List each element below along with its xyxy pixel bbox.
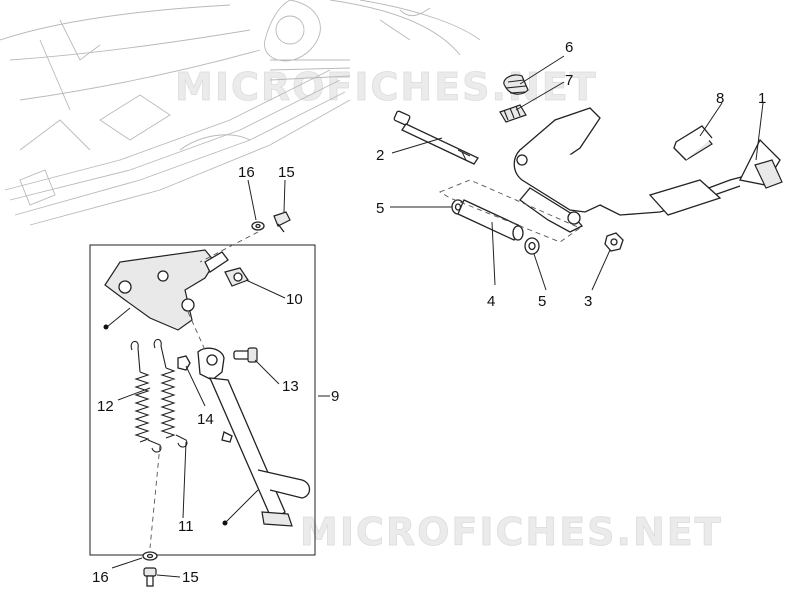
- callout-5-right: 5: [538, 293, 546, 310]
- callout-2: 2: [376, 147, 384, 164]
- watermark-bottom: MICROFICHES.NET: [300, 510, 723, 554]
- scooter-frame-ghost: [0, 0, 481, 226]
- callout-4: 4: [487, 293, 495, 310]
- nut-3: [604, 232, 624, 252]
- watermark-top: MICROFICHES.NET: [175, 65, 598, 109]
- washer-16-bottom: [142, 551, 158, 561]
- callout-6: 6: [565, 39, 573, 56]
- washer-5-right: [524, 237, 540, 255]
- callout-13: 13: [282, 378, 299, 395]
- callout-8: 8: [716, 90, 724, 107]
- spring-11: [153, 338, 188, 448]
- side-stand-kit-frame: [89, 244, 316, 556]
- callout-9: 9: [331, 388, 339, 405]
- rubber-stop: [224, 267, 249, 287]
- callout-5-left: 5: [376, 200, 384, 217]
- callout-1: 1: [758, 90, 766, 107]
- side-stand-bracket: [104, 249, 229, 331]
- rubber-pad-8: [673, 125, 713, 161]
- bolt-13: [233, 347, 258, 363]
- spring-12: [130, 340, 162, 453]
- nut-14: [177, 355, 191, 371]
- kit-dot-marker-1: [103, 324, 109, 330]
- assembly-line-side-mid: [187, 311, 206, 351]
- leader-lines: [106, 55, 764, 578]
- bolt-15-top: [273, 211, 291, 233]
- callout-15-bottom: 15: [182, 569, 199, 586]
- callout-7: 7: [565, 72, 573, 89]
- callout-16-top: 16: [238, 164, 255, 181]
- pivot-shaft-2: [393, 110, 479, 165]
- callout-11: 11: [178, 518, 194, 535]
- callout-14: 14: [197, 411, 214, 428]
- assembly-box-centre: [438, 179, 581, 243]
- bolt-15-bottom: [143, 567, 157, 587]
- spring-7: [499, 104, 527, 123]
- callout-16-bottom: 16: [92, 569, 109, 586]
- callout-10: 10: [286, 291, 303, 308]
- callout-12: 12: [97, 398, 114, 415]
- spring-6: [503, 74, 529, 95]
- callout-3: 3: [584, 293, 592, 310]
- kit-dot-marker-2: [222, 520, 228, 526]
- washer-16-top: [251, 221, 265, 231]
- bushing-4: [457, 199, 524, 241]
- assembly-line-side-top: [199, 231, 259, 263]
- centre-stand: [513, 107, 783, 233]
- side-stand-leg: [197, 347, 311, 527]
- callout-15-top: 15: [278, 164, 295, 181]
- assembly-line-side-bottom: [149, 444, 161, 549]
